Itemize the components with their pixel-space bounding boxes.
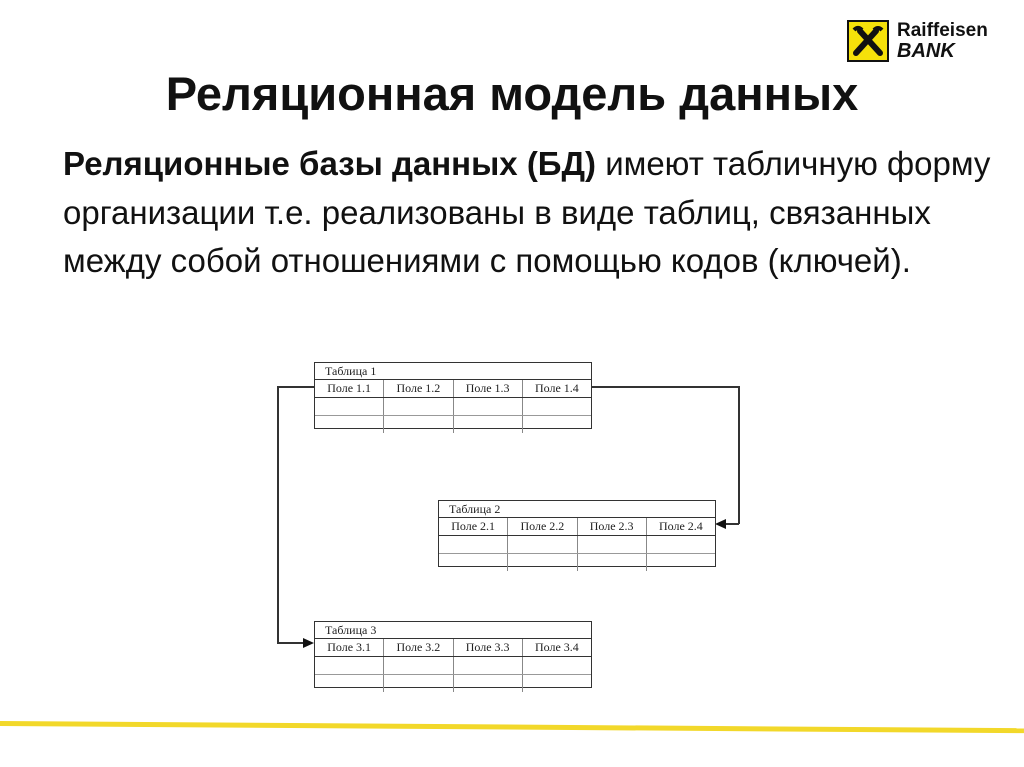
data-row	[315, 657, 591, 674]
field-cell: Поле 3.1	[327, 640, 372, 654]
raiffeisen-logo: Raiffeisen BANK	[847, 20, 997, 66]
data-row	[315, 415, 591, 433]
data-row	[315, 398, 591, 415]
field-cell: Поле 1.4	[521, 380, 591, 397]
footer-accent-line	[0, 721, 1024, 734]
table-2: Таблица 2 Поле 2.1 Поле 2.2 Поле 2.3 Пол…	[438, 500, 716, 571]
paragraph-text: имеют табличную форму организации т.е. р…	[63, 145, 991, 279]
field-row: Поле 2.1 Поле 2.2 Поле 2.3 Поле 2.4	[439, 518, 715, 536]
connector-left-horizontal-top	[277, 386, 315, 388]
table-1: Таблица 1 Поле 1.1 Поле 1.2 Поле 1.3 Пол…	[314, 362, 592, 433]
table-caption: Таблица 3	[315, 622, 591, 639]
field-cell: Поле 2.3	[576, 518, 646, 535]
table-caption: Таблица 1	[315, 363, 591, 380]
connector-right-vertical	[738, 386, 740, 524]
table-caption: Таблица 2	[439, 501, 715, 518]
field-cell: Поле 2.2	[507, 518, 576, 535]
brand-name: Raiffeisen BANK	[897, 20, 988, 62]
table-3: Таблица 3 Поле 3.1 Поле 3.2 Поле 3.3 Пол…	[314, 621, 592, 692]
field-row: Поле 1.1 Поле 1.2 Поле 1.3 Поле 1.4	[315, 380, 591, 398]
arrow-left-icon	[715, 519, 726, 529]
connector-right-horizontal-bottom	[726, 523, 739, 525]
field-cell: Поле 1.2	[383, 380, 452, 397]
arrow-right-icon	[303, 638, 314, 648]
connector-right-horizontal-top	[590, 386, 739, 388]
field-cell: Поле 2.1	[451, 519, 496, 533]
field-cell: Поле 3.2	[383, 639, 452, 656]
slide-paragraph: Реляционные базы данных (БД) имеют табли…	[63, 140, 993, 286]
data-row	[439, 536, 715, 553]
field-cell: Поле 1.1	[327, 381, 372, 395]
brand-line-2: BANK	[897, 40, 955, 62]
data-row	[439, 553, 715, 571]
field-cell: Поле 3.4	[521, 639, 591, 656]
paragraph-bold-part: Реляционные базы данных (БД)	[63, 145, 597, 182]
raiffeisen-crossed-horses-icon	[847, 20, 889, 62]
field-row: Поле 3.1 Поле 3.2 Поле 3.3 Поле 3.4	[315, 639, 591, 657]
slide-title: Реляционная модель данных	[165, 67, 859, 120]
field-cell: Поле 3.3	[452, 639, 522, 656]
data-row	[315, 674, 591, 692]
field-cell: Поле 1.3	[452, 380, 522, 397]
connector-left-horizontal-bottom	[277, 642, 304, 644]
connector-left-vertical	[277, 386, 279, 643]
brand-line-1: Raiffeisen	[897, 20, 988, 41]
field-cell: Поле 2.4	[645, 518, 715, 535]
